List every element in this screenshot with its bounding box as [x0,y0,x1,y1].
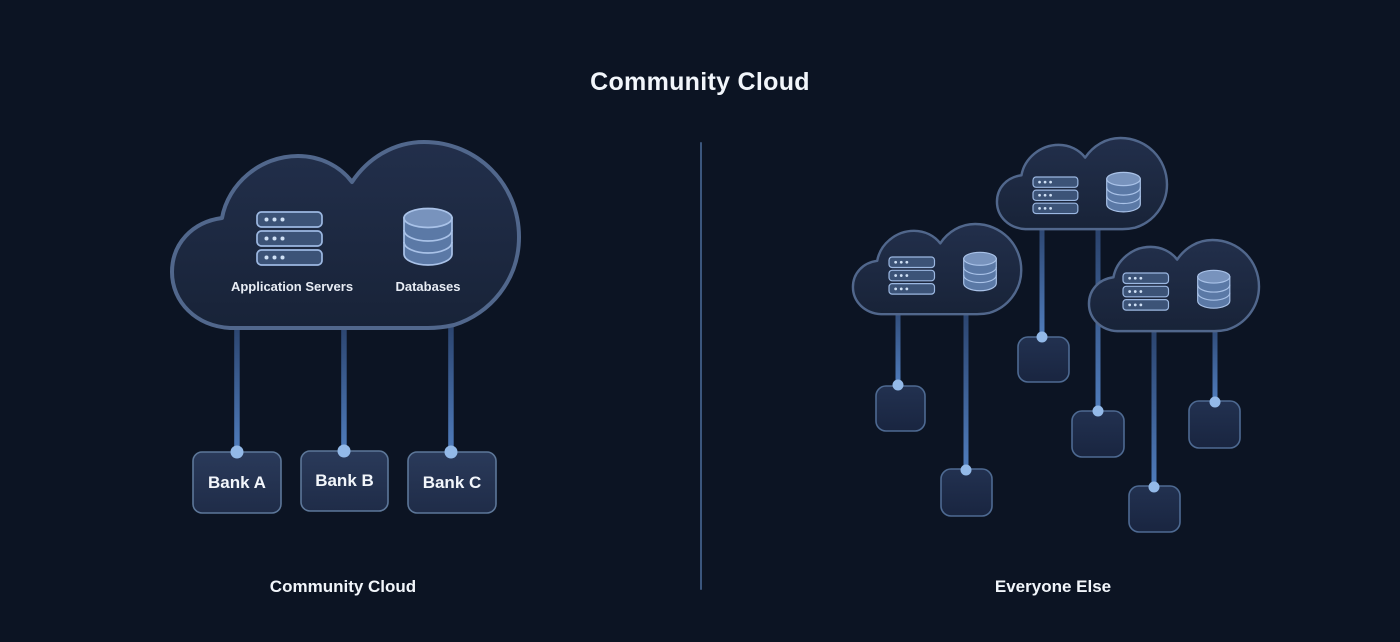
bank-a-label: Bank A [208,472,266,492]
database-icon [1197,269,1231,309]
other-cloud-3 [1087,238,1261,333]
connector-client-3 [1039,200,1045,337]
page-title: Community Cloud [590,68,810,96]
server-rack-icon [1122,272,1170,311]
connector-client-5 [1151,300,1157,487]
database-icon [403,207,453,266]
database-icon [1106,171,1141,213]
connector-bank-c [448,300,454,452]
other-cloud-1 [995,136,1169,231]
community-cloud-shape [170,140,521,330]
connector-client-1 [895,280,901,385]
bank-b-label: Bank B [315,471,374,490]
bank-c-label: Bank C [422,472,482,492]
client-node-2 [940,468,993,517]
client-node-5 [1128,485,1181,533]
community-cloud-group [170,140,521,330]
connection-dot [337,444,351,458]
client-node-6 [1188,400,1241,449]
connector-client-6 [1212,300,1218,402]
connection-dot [1036,331,1048,343]
server-rack-icon [1032,176,1079,215]
connection-dot [960,464,972,476]
database-icon [963,251,997,292]
connection-dot [1092,405,1104,417]
connection-dot [230,445,244,459]
connection-dot [892,379,904,391]
connector-bank-b [341,300,347,451]
connection-dot [1148,481,1160,493]
section-divider [700,142,702,590]
left-section-caption: Community Cloud [269,577,417,596]
databases-label: Databases [395,279,461,294]
server-rack-icon [888,256,936,295]
application-servers-label: Application Servers [230,279,354,294]
right-section-caption: Everyone Else [994,577,1112,596]
connector-bank-a [234,300,240,452]
connector-client-2 [963,280,969,470]
client-node-4 [1071,410,1125,458]
other-cloud-3-shape [1087,238,1261,333]
client-node-3 [1017,336,1070,383]
client-node-1 [875,385,926,432]
connection-dot [444,445,458,459]
other-cloud-1-shape [995,136,1169,231]
connection-dot [1209,396,1221,408]
server-rack-icon [256,211,323,266]
